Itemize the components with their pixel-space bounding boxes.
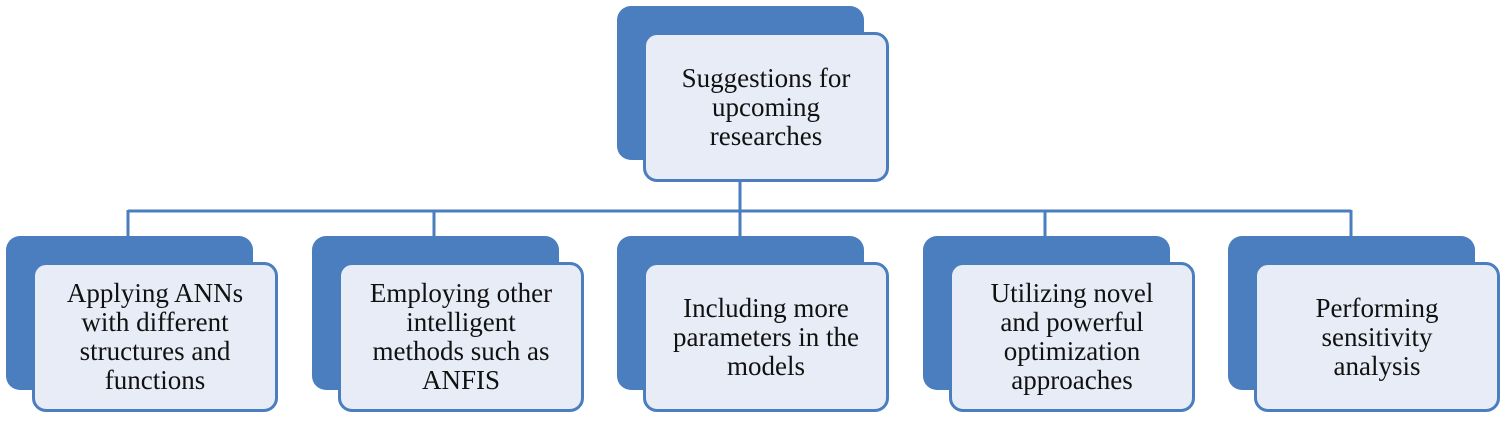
child-node-label: Performing sensitivity analysis — [1315, 292, 1439, 381]
child-node-sensitivity: Performing sensitivity analysis — [1228, 236, 1500, 412]
child-node-label: Applying ANNs with different structures … — [66, 278, 244, 395]
child-node-card: Including more parameters in the models — [643, 262, 889, 412]
child-node-label: Utilizing novel and powerful optimizatio… — [990, 278, 1154, 395]
child-node-anfis: Employing other intelligent methods such… — [312, 236, 584, 412]
root-node: Suggestions for upcoming researches — [617, 6, 889, 182]
root-node-card: Suggestions for upcoming researches — [643, 32, 889, 182]
root-node-label: Suggestions for upcoming researches — [681, 62, 851, 151]
child-node-card: Employing other intelligent methods such… — [338, 262, 584, 412]
child-node-card: Applying ANNs with different structures … — [32, 262, 278, 412]
child-node-card: Utilizing novel and powerful optimizatio… — [949, 262, 1195, 412]
child-node-card: Performing sensitivity analysis — [1254, 262, 1500, 412]
child-node-label: Employing other intelligent methods such… — [369, 278, 553, 395]
child-node-ann: Applying ANNs with different structures … — [6, 236, 278, 412]
child-node-label: Including more parameters in the models — [673, 292, 859, 381]
child-node-parameters: Including more parameters in the models — [617, 236, 889, 412]
child-node-optimization: Utilizing novel and powerful optimizatio… — [923, 236, 1195, 412]
